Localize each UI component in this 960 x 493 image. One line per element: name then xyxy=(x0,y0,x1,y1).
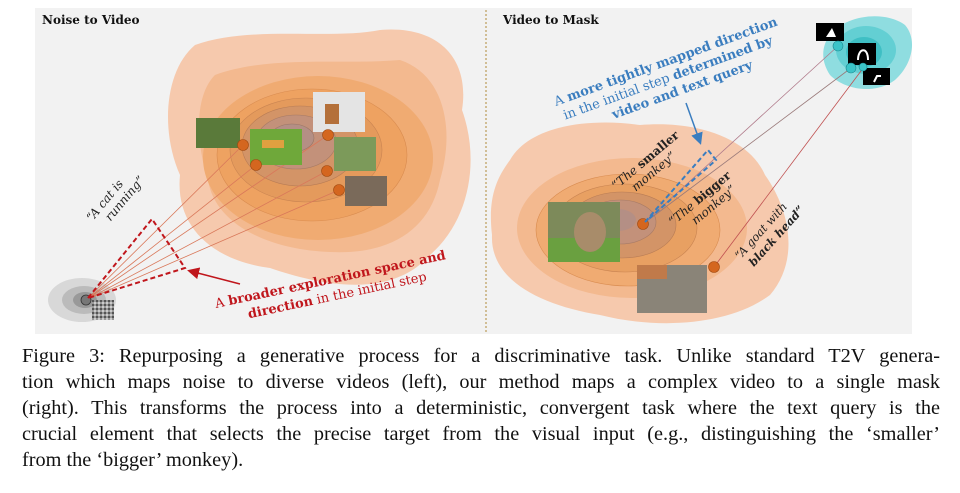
left-panel-title: Noise to Video xyxy=(42,13,140,27)
figure-background xyxy=(35,8,912,334)
video-dot xyxy=(708,261,720,273)
mask-dot xyxy=(832,40,844,52)
sample-dot xyxy=(237,139,249,151)
input-video-thumbnails xyxy=(548,202,707,313)
mask-thumbnail xyxy=(848,43,876,65)
mask-dot xyxy=(858,62,868,72)
sample-dot xyxy=(322,129,334,141)
sample-dot xyxy=(250,159,262,171)
right-panel-title: Video to Mask xyxy=(502,13,599,27)
noise-image xyxy=(92,300,114,320)
figure-caption: Figure 3: Repurposing a generative proce… xyxy=(22,343,940,473)
mapped-direction-arrow xyxy=(685,102,703,145)
caption-line: Figure 3: Repurposing a generative proce… xyxy=(22,345,940,367)
caption-line: crucial element that selects the precise… xyxy=(22,423,940,445)
left-distribution-contours xyxy=(168,29,471,285)
video-dots xyxy=(637,218,720,273)
caption-line: from the ‘bigger’ monkey). xyxy=(22,449,244,471)
exploration-arrow xyxy=(187,267,241,285)
mask-thumbnails xyxy=(816,23,890,85)
cat-video-thumbnail xyxy=(334,137,376,171)
exploration-cone xyxy=(87,217,187,299)
cat-video-thumbnail xyxy=(345,176,387,206)
video-sample-dots xyxy=(237,129,345,196)
caption-line: tion which maps noise to diverse videos … xyxy=(22,371,940,393)
mask-dot xyxy=(845,62,857,74)
right-panel: Video to Mask xyxy=(490,13,913,324)
caption-line: (right). This transforms the process int… xyxy=(22,397,940,419)
cat-video-thumbnails xyxy=(196,92,387,206)
cat-video-thumbnail xyxy=(196,118,240,148)
mapped-direction-cone xyxy=(644,148,718,223)
figure-3: Noise to Video xyxy=(35,8,913,334)
sample-dot xyxy=(321,165,333,177)
sample-dot xyxy=(333,184,345,196)
mask-dots xyxy=(832,40,868,74)
